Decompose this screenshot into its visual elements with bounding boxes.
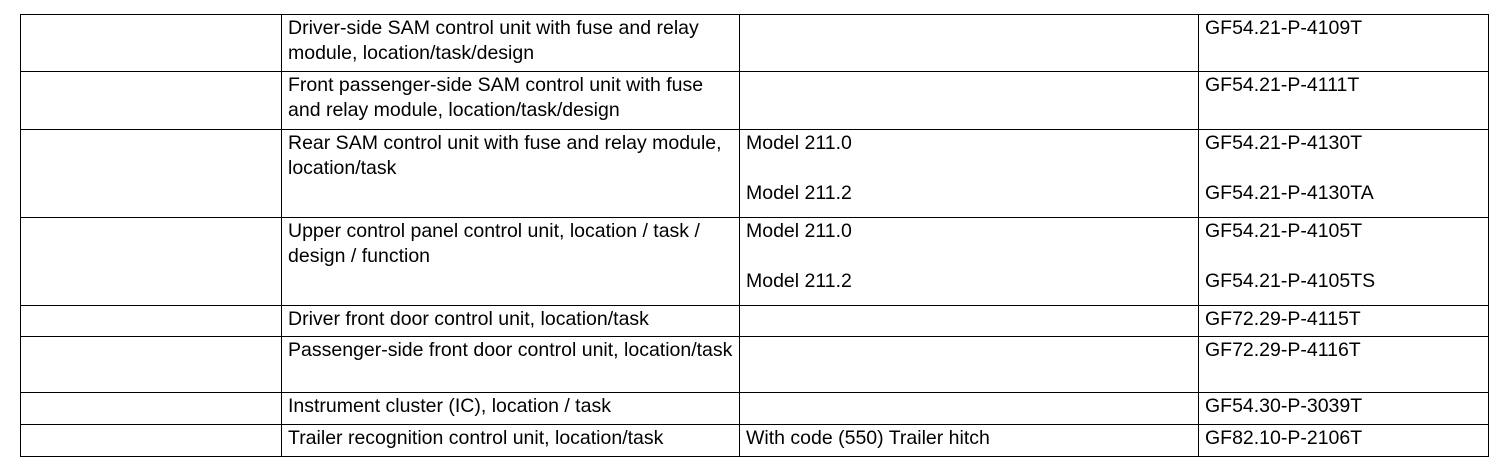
table-row: Trailer recognition control unit, locati… xyxy=(20,424,1489,457)
document-code-cell: GF54.21-P-4111T xyxy=(1198,71,1489,130)
reference-table: Driver-side SAM control unit with fuse a… xyxy=(20,14,1489,457)
table-row: Driver front door control unit, location… xyxy=(20,305,1489,337)
line-gap xyxy=(746,244,1192,269)
document-code-cell: GF54.21-P-4105T GF54.21-P-4105TS xyxy=(1198,217,1489,306)
condition-cell xyxy=(739,392,1199,425)
description-cell: Front passenger-side SAM control unit wi… xyxy=(281,71,740,130)
document-code-cell: GF54.21-P-4130T GF54.21-P-4130TA xyxy=(1198,129,1489,218)
blank-cell xyxy=(20,217,282,306)
table-row: Passenger-side front door control unit, … xyxy=(20,336,1489,393)
line-gap xyxy=(1205,244,1482,269)
document-code: GF54.21-P-4130TA xyxy=(1205,182,1374,204)
description-cell: Trailer recognition control unit, locati… xyxy=(281,424,740,457)
document-code-cell: GF72.29-P-4116T xyxy=(1198,336,1489,393)
blank-cell xyxy=(20,14,282,72)
document-code-cell: GF72.29-P-4115T xyxy=(1198,305,1489,337)
condition-cell xyxy=(739,14,1199,72)
condition-cell: Model 211.0 Model 211.2 xyxy=(739,129,1199,218)
blank-cell xyxy=(20,336,282,393)
condition-text: Model 211.2 xyxy=(746,182,852,204)
condition-text: Model 211.0 xyxy=(746,132,852,154)
table-row: Instrument cluster (IC), location / task… xyxy=(20,392,1489,425)
document-code: GF54.21-P-4105TS xyxy=(1205,270,1376,292)
description-cell: Passenger-side front door control unit, … xyxy=(281,336,740,393)
condition-text: Model 211.0 xyxy=(746,220,852,242)
condition-text: Model 211.2 xyxy=(746,270,852,292)
description-cell: Driver-side SAM control unit with fuse a… xyxy=(281,14,740,72)
document-code-cell: GF54.30-P-3039T xyxy=(1198,392,1489,425)
document-code-cell: GF82.10-P-2106T xyxy=(1198,424,1489,457)
line-gap xyxy=(1205,156,1482,181)
description-cell: Instrument cluster (IC), location / task xyxy=(281,392,740,425)
blank-cell xyxy=(20,305,282,337)
blank-cell xyxy=(20,424,282,457)
table-row: Front passenger-side SAM control unit wi… xyxy=(20,71,1489,130)
blank-cell xyxy=(20,71,282,130)
description-cell: Rear SAM control unit with fuse and rela… xyxy=(281,129,740,218)
document-code-cell: GF54.21-P-4109T xyxy=(1198,14,1489,72)
description-cell: Upper control panel control unit, locati… xyxy=(281,217,740,306)
line-gap xyxy=(746,156,1192,181)
condition-cell xyxy=(739,336,1199,393)
condition-cell xyxy=(739,71,1199,130)
condition-cell: With code (550) Trailer hitch xyxy=(739,424,1199,457)
table-row: Rear SAM control unit with fuse and rela… xyxy=(20,129,1489,218)
document-code: GF54.21-P-4105T xyxy=(1205,220,1363,242)
condition-cell xyxy=(739,305,1199,337)
table-row: Driver-side SAM control unit with fuse a… xyxy=(20,14,1489,72)
document-code: GF54.21-P-4130T xyxy=(1205,132,1363,154)
description-cell: Driver front door control unit, location… xyxy=(281,305,740,337)
blank-cell xyxy=(20,129,282,218)
condition-cell: Model 211.0 Model 211.2 xyxy=(739,217,1199,306)
table-row: Upper control panel control unit, locati… xyxy=(20,217,1489,306)
blank-cell xyxy=(20,392,282,425)
